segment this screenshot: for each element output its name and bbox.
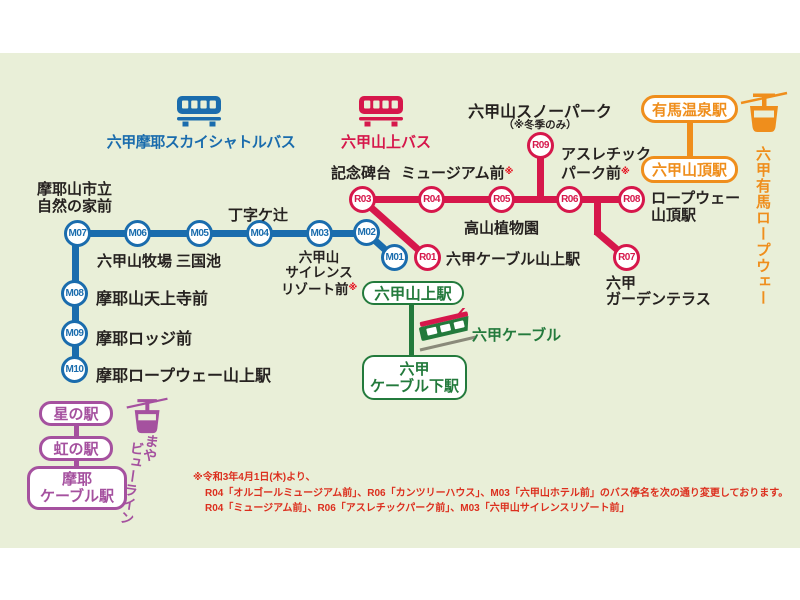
label-m08: 摩耶山天上寺前: [96, 291, 209, 308]
rokko-cable-line-name: 六甲ケーブル: [472, 327, 562, 344]
rokko-sancho-station-box: 六甲山頂駅: [641, 156, 738, 183]
bus-stop-m02: M02: [353, 219, 380, 246]
rokko-sanjo-station-box: 六甲山上駅: [362, 281, 464, 305]
label-m03-line3-text: リゾート前: [281, 282, 349, 297]
label-r04-asterisk: ※: [504, 166, 514, 176]
red-bus-icon: [358, 94, 404, 130]
bus-stop-m04: M04: [246, 220, 273, 247]
cable-line: [409, 300, 414, 358]
arima-onsen-station-box: 有馬温泉駅: [641, 95, 738, 123]
label-r01: 六甲ケーブル山上駅: [446, 251, 581, 268]
bus-stop-r04: R04: [418, 186, 445, 213]
label-r03: 記念碑台: [331, 165, 392, 182]
label-r06-line2-text: パーク前: [561, 165, 622, 182]
bus-stop-r01: R01: [414, 244, 441, 271]
bus-stop-r03: R03: [349, 186, 376, 213]
cable-car-icon: [418, 305, 478, 352]
bus-stop-m06: M06: [124, 220, 151, 247]
notice-line1: ※令和3年4月1日(木)より、: [193, 472, 316, 483]
label-r08: ロープウェー 山頂駅: [651, 190, 740, 224]
label-m06: 六甲山牧場: [97, 253, 173, 270]
bus-stop-r09: R09: [527, 132, 554, 159]
label-m03-asterisk: ※: [348, 282, 358, 292]
bus-stop-r06: R06: [556, 186, 583, 213]
label-r05: 高山植物園: [464, 220, 540, 237]
label-m07-line2: 自然の家前: [37, 198, 113, 215]
hoshi-station-box: 星の駅: [39, 401, 113, 426]
bus-stop-m09: M09: [61, 320, 88, 347]
bus-stop-m07: M07: [64, 220, 91, 247]
label-m03: 六甲山 サイレンス リゾート前※: [281, 250, 357, 297]
label-m09: 摩耶ロッジ前: [96, 331, 193, 348]
label-r07-line2: ガーデンテラス: [606, 291, 711, 308]
maya-gondola-icon: [126, 396, 170, 442]
sky-shuttle-bus-legend: 六甲摩耶スカイシャトルバス: [106, 134, 296, 151]
label-r06-asterisk: ※: [621, 166, 630, 176]
bus-stop-r05: R05: [488, 186, 515, 213]
snow-park-subtitle: （※冬季のみ）: [503, 119, 577, 131]
maya-cable-station-line1: 摩耶: [61, 471, 92, 488]
label-r06-line1: アスレチック: [561, 146, 652, 163]
cable-shita-station-line2: ケーブル下駅: [369, 377, 460, 395]
red-line-r07-branch-vertical: [594, 199, 601, 235]
label-m03-line3: リゾート前※: [281, 280, 357, 297]
cable-shita-station-box: 六甲 ケーブル下駅: [362, 355, 467, 400]
ropeway-connector-line: [687, 122, 693, 158]
label-m07-line1: 摩耶山市立: [37, 181, 113, 198]
bus-stop-m05: M05: [186, 220, 213, 247]
cable-shita-station-line1: 六甲: [399, 360, 430, 378]
label-r08-line2: 山頂駅: [651, 207, 697, 224]
niji-station-box: 虹の駅: [39, 436, 113, 461]
bus-stop-m03: M03: [306, 220, 333, 247]
ropeway-gondola-icon: [740, 90, 790, 142]
bus-stop-r08: R08: [618, 186, 645, 213]
label-r04: ミュージアム前※: [401, 162, 513, 183]
label-m07: 摩耶山市立 自然の家前: [37, 181, 112, 215]
arima-ropeway-line-name: 六甲有馬ロープウェー: [754, 146, 771, 306]
bus-stop-r07: R07: [613, 244, 640, 271]
label-r04-text: ミュージアム前: [401, 165, 505, 182]
bus-stop-m10: M10: [61, 356, 88, 383]
label-m04: 丁字ケ辻: [228, 207, 289, 224]
label-r08-line1: ロープウェー: [651, 190, 741, 207]
label-m03-line1: 六甲山: [298, 250, 340, 265]
label-r06-line2: パーク前※: [561, 163, 651, 182]
bus-stop-m08: M08: [61, 280, 88, 307]
label-r07: 六甲 ガーデンテラス: [606, 276, 711, 308]
blue-bus-icon: [176, 94, 222, 130]
label-m03-line2: サイレンス: [285, 265, 353, 280]
label-m10: 摩耶ロープウェー山上駅: [96, 368, 272, 385]
sanjo-bus-legend: 六甲山上バス: [340, 134, 431, 151]
label-r06: アスレチック パーク前※: [561, 147, 651, 182]
maya-cable-station-line2: ケーブル駅: [39, 488, 115, 505]
label-m05: 三国池: [176, 253, 222, 270]
notice-line2: R04「オルゴールミュージアム前」、R06「カンツリーハウス」、M03「六甲山ホ…: [205, 487, 789, 499]
notice-line3: R04「ミュージアム前」、R06「アスレチックパーク前」、M03「六甲山サイレン…: [205, 503, 630, 514]
red-line-r09-branch: [537, 148, 544, 200]
notice: ※令和3年4月1日(木)より、 R04「オルゴールミュージアム前」、R06「カン…: [193, 470, 788, 517]
snow-park-title: 六甲山スノーパーク: [468, 104, 612, 121]
maya-cable-station-box: 摩耶 ケーブル駅: [27, 466, 127, 510]
label-r07-line1: 六甲: [606, 275, 637, 292]
blue-line-horizontal: [72, 230, 369, 237]
bus-stop-m01: M01: [381, 244, 408, 271]
